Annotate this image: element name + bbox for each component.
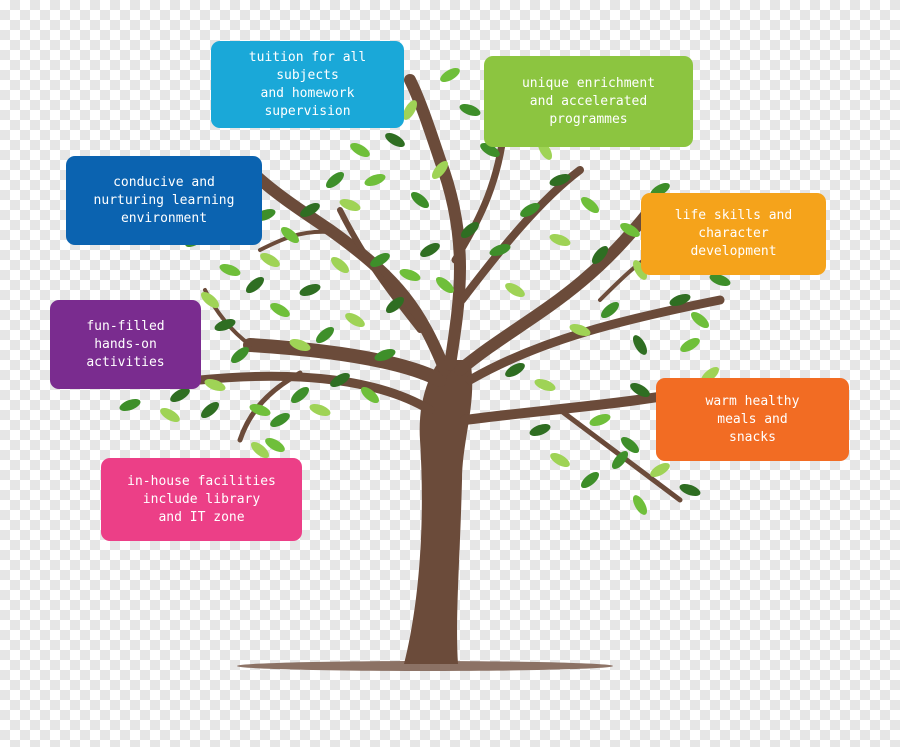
leaf-shape xyxy=(580,471,600,489)
learning-environment-text: conducive and nurturing learning environ… xyxy=(93,174,235,226)
leaf-shape xyxy=(620,436,640,454)
leaf-shape xyxy=(249,403,271,417)
leaf-shape xyxy=(403,100,417,120)
leaf-shape xyxy=(315,326,335,344)
leaf-shape xyxy=(549,233,571,247)
leaf-shape xyxy=(170,388,190,402)
branch-top-center xyxy=(404,74,466,371)
leaf-shape xyxy=(633,335,647,355)
leaf-shape xyxy=(690,311,710,329)
leaf-shape xyxy=(245,276,265,294)
leaf-shape xyxy=(270,303,290,317)
leaf-shape xyxy=(679,483,701,497)
tuition-text: tuition for all subjects and homework su… xyxy=(248,49,367,119)
leaf-shape xyxy=(669,293,691,307)
leaf-shape xyxy=(580,196,600,214)
leaf-shape xyxy=(480,143,500,157)
branch-upper-left xyxy=(244,164,451,376)
branch-left-main xyxy=(243,338,447,387)
leaf-shape xyxy=(119,398,141,412)
leaf-shape xyxy=(370,253,390,267)
leaf-shape xyxy=(569,323,591,337)
leaf-shape xyxy=(265,438,285,452)
facilities-callout: in-house facilities include library and … xyxy=(101,458,302,541)
enrichment-text: unique enrichment and accelerated progra… xyxy=(521,75,656,127)
learning-environment-callout: conducive and nurturing learning environ… xyxy=(66,156,262,245)
leaf-shape xyxy=(270,413,290,427)
leaf-shape xyxy=(620,223,640,237)
leaf-shape xyxy=(650,463,670,477)
branch-right-main xyxy=(454,204,656,376)
ground-shadow xyxy=(237,661,613,671)
tuition-callout: tuition for all subjects and homework su… xyxy=(211,41,404,128)
life-skills-text: life skills and character development xyxy=(674,208,793,259)
life-skills-callout: life skills and character development xyxy=(641,193,826,275)
leaf-shape xyxy=(325,171,345,189)
leaf-shape xyxy=(591,245,609,265)
leaf-shape xyxy=(290,386,310,404)
leaf-shape xyxy=(260,253,280,267)
leaf-shape xyxy=(289,338,311,352)
leaf-shape xyxy=(680,338,700,352)
leaf-shape xyxy=(204,378,226,392)
leaf-shape xyxy=(330,256,350,274)
leaf-shape xyxy=(200,291,220,309)
leaf-shape xyxy=(374,348,396,362)
branch-left-low2 xyxy=(237,370,303,443)
leaf-shape xyxy=(330,373,350,387)
leaf-shape xyxy=(440,68,460,82)
leaf-shape xyxy=(339,198,361,212)
leaf-shape xyxy=(459,103,481,117)
enrichment-callout: unique enrichment and accelerated progra… xyxy=(484,56,693,147)
tree-trunk xyxy=(404,360,473,664)
leaf-shape xyxy=(385,133,405,147)
leaf-shape xyxy=(630,383,650,397)
leaf-shape xyxy=(399,268,421,282)
leaf-shape xyxy=(200,401,220,419)
leaf-shape xyxy=(160,408,180,422)
meals-text: warm healthy meals and snacks xyxy=(705,393,800,445)
leaf-shape xyxy=(219,263,241,277)
leaf-shape xyxy=(230,346,250,364)
leaf-shape xyxy=(611,450,629,470)
leaf-shape xyxy=(214,318,236,332)
facilities-text: in-house facilities include library and … xyxy=(127,473,276,525)
meals-callout: warm healthy meals and snacks xyxy=(656,378,849,461)
leaf-shape xyxy=(350,143,370,157)
leaf-shape xyxy=(309,403,331,417)
activities-text: fun-filled hands-on activities xyxy=(86,318,165,370)
leaf-shape xyxy=(299,283,321,297)
leaf-shape xyxy=(280,226,300,244)
leaf-shape xyxy=(633,495,647,515)
leaf-shape xyxy=(420,243,440,257)
leaf-shape xyxy=(345,313,365,327)
leaf-shape xyxy=(549,173,571,187)
activities-callout: fun-filled hands-on activities xyxy=(50,300,201,389)
leaf-shape xyxy=(709,273,731,287)
leaf-shape xyxy=(534,378,556,392)
leaf-shape xyxy=(550,453,570,467)
leaf-shape xyxy=(600,301,620,319)
leaf-shape xyxy=(250,441,270,459)
leaf-shape xyxy=(529,423,551,437)
leaf-shape xyxy=(520,203,540,217)
leaf-shape xyxy=(489,243,511,257)
leaf-shape xyxy=(431,160,449,180)
leaf-shape xyxy=(364,173,386,187)
leaf-shape xyxy=(633,260,647,280)
leaf-shape xyxy=(505,363,525,377)
tree-trunk-and-branches xyxy=(195,74,725,664)
leaf-shape xyxy=(300,203,320,217)
leaf-cluster xyxy=(119,68,731,515)
leaf-shape xyxy=(385,296,405,314)
leaf-shape xyxy=(460,221,480,239)
leaf-shape xyxy=(435,276,455,294)
leaf-shape xyxy=(360,386,380,404)
leaf-shape xyxy=(589,413,611,427)
leaf-shape xyxy=(410,191,430,209)
leaf-shape xyxy=(505,283,525,297)
branch-top-right xyxy=(458,166,584,304)
